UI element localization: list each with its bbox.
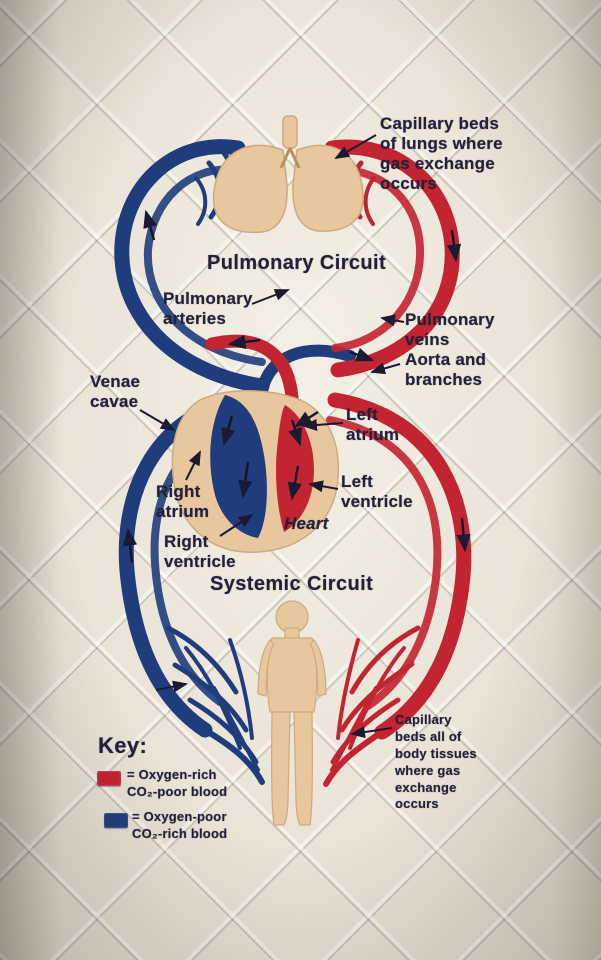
label-venae-cavae: Venae cavae (90, 372, 141, 412)
key-oxygen-rich-label: = Oxygen-rich CO₂-poor blood (127, 767, 228, 799)
label-heart: Heart (284, 514, 329, 533)
label-right-atrium: Right atrium (156, 482, 210, 522)
flow-arrows (122, 209, 471, 563)
label-capillary-beds-lungs: Capillary beds of lungs where gas exchan… (380, 114, 503, 194)
label-left-ventricle: Left ventricle (341, 472, 413, 512)
label-pulmonary-circuit: Pulmonary Circuit (207, 252, 387, 274)
label-aorta-branches: Aorta and branches (405, 350, 487, 390)
key-oxygen-poor-label: = Oxygen-poor CO₂-rich blood (132, 809, 228, 841)
oxygen-poor-swatch (104, 813, 128, 828)
lungs (212, 115, 364, 234)
label-left-atrium: Left atrium (346, 405, 400, 445)
label-pulmonary-veins: Pulmonary veins (405, 310, 495, 350)
leader-lines (139, 134, 405, 739)
oxygen-rich-swatch (97, 771, 121, 786)
key-title: Key: (98, 733, 148, 758)
label-right-ventricle: Right ventricle (164, 532, 236, 572)
heart (171, 390, 340, 553)
label-capillary-beds-body: Capillary beds all of body tissues where… (395, 712, 477, 812)
body-silhouette (257, 600, 327, 826)
label-systemic-circuit: Systemic Circuit (210, 573, 374, 595)
label-pulmonary-arteries: Pulmonary arteries (163, 289, 253, 329)
left-heart-chambers (276, 405, 314, 532)
